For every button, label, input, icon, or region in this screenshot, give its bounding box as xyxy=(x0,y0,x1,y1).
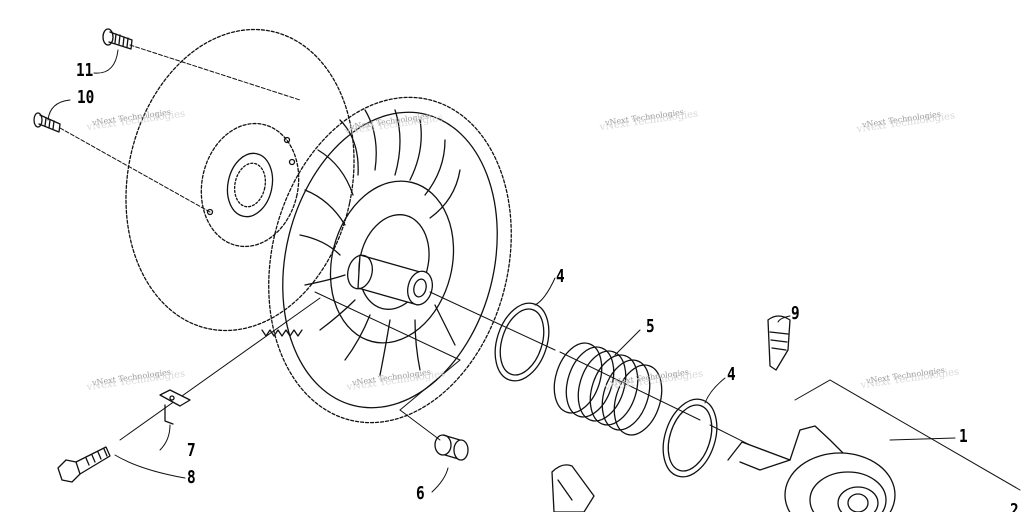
front-sheave xyxy=(261,96,512,424)
callout-7: 7 xyxy=(187,440,196,461)
cam-part-1 xyxy=(727,425,896,512)
clip-part-7 xyxy=(159,389,191,425)
spring-part-5 xyxy=(553,342,663,436)
slider-piece-bottom xyxy=(551,464,595,512)
bolt-part-8 xyxy=(57,446,111,483)
callout-8: 8 xyxy=(187,467,196,488)
assembly-axis-lines xyxy=(59,44,1021,491)
callout-9: 9 xyxy=(791,303,800,324)
bolt-part-10 xyxy=(33,112,61,133)
callout-leaders xyxy=(47,49,956,493)
bolt-part-11 xyxy=(102,28,133,50)
washer-part-4-left xyxy=(494,302,550,382)
spacer-part-6 xyxy=(434,434,469,461)
callout-6: 6 xyxy=(416,483,425,504)
callout-5: 5 xyxy=(646,316,655,337)
callout-11: 11 xyxy=(76,60,94,81)
callout-4-right: 4 xyxy=(727,364,736,385)
rear-sheave xyxy=(125,28,355,332)
callout-4-left: 4 xyxy=(556,266,565,287)
callout-1: 1 xyxy=(959,426,968,447)
slider-part-9 xyxy=(767,315,791,371)
callout-2: 2 xyxy=(1010,500,1019,512)
callout-10: 10 xyxy=(77,87,95,108)
washer-part-4-right xyxy=(662,398,718,478)
